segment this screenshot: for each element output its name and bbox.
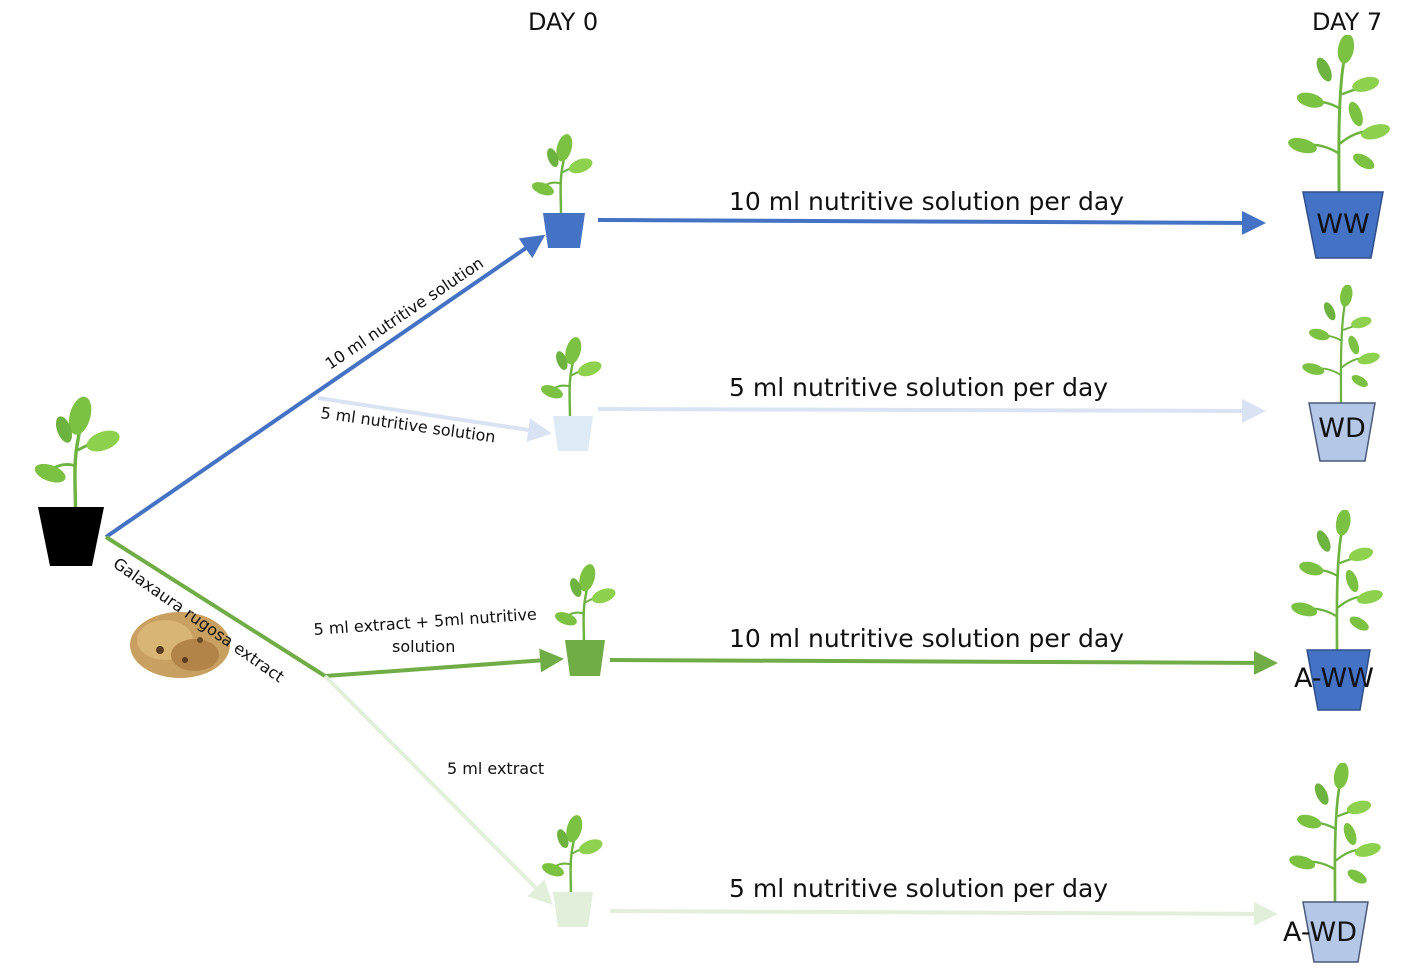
light-green-branch-arrow xyxy=(323,674,553,905)
blue-pot xyxy=(1306,649,1371,711)
day7-plant-ww: WW xyxy=(1284,35,1394,259)
ww-daily-arrow xyxy=(597,210,1266,235)
aww-group-label: A-WW xyxy=(1294,663,1374,694)
light-blue-pot xyxy=(1308,402,1376,462)
day7-plant-awd: A-WD xyxy=(1283,763,1384,963)
aww-daily-label: 10 ml nutritive solution per day xyxy=(729,624,1124,653)
light-blue-branch-arrow xyxy=(317,396,552,442)
green-trunk-line xyxy=(104,535,327,678)
day0-plant-awd xyxy=(538,814,607,927)
day0-plant-wd xyxy=(537,336,606,451)
day-0-header: DAY 0 xyxy=(528,8,598,36)
seaweed-extract-image xyxy=(130,612,230,678)
light-green-pot xyxy=(553,892,593,927)
light-green-branch-label: 5 ml extract xyxy=(447,759,544,778)
green-branch-label-1: 5 ml extract + 5ml nutritive xyxy=(313,604,537,639)
initial-plant xyxy=(32,394,122,566)
green-branch-arrow xyxy=(324,648,564,678)
wd-daily-label: 5 ml nutritive solution per day xyxy=(729,373,1108,402)
blue-pot xyxy=(543,213,585,248)
pale-blue-pot xyxy=(553,416,593,451)
light-blue-pot xyxy=(1302,901,1369,963)
green-branch-label-2: solution xyxy=(392,637,455,656)
day0-plant-aww xyxy=(551,563,620,676)
day7-plant-wd: WD xyxy=(1299,285,1383,462)
day7-plant-aww: A-WW xyxy=(1288,510,1386,711)
day0-plant-ww xyxy=(528,133,597,248)
awd-daily-label: 5 ml nutritive solution per day xyxy=(729,874,1108,903)
blue-pot xyxy=(1302,191,1384,259)
blue-branch-label: 10 ml nutritive solution xyxy=(322,253,487,373)
aww-daily-arrow xyxy=(609,650,1278,675)
green-pot xyxy=(565,640,605,676)
awd-group-label: A-WD xyxy=(1283,917,1357,948)
blue-branch-arrow xyxy=(104,234,546,539)
wd-daily-arrow xyxy=(597,398,1266,423)
black-pot xyxy=(38,507,104,566)
light-blue-branch-label: 5 ml nutritive solution xyxy=(319,403,496,446)
ww-daily-label: 10 ml nutritive solution per day xyxy=(729,187,1124,216)
awd-daily-arrow xyxy=(609,901,1278,926)
day-7-header: DAY 7 xyxy=(1312,8,1382,36)
ww-group-label: WW xyxy=(1316,209,1369,240)
plant-icon xyxy=(32,394,122,510)
wd-group-label: WD xyxy=(1318,413,1366,444)
